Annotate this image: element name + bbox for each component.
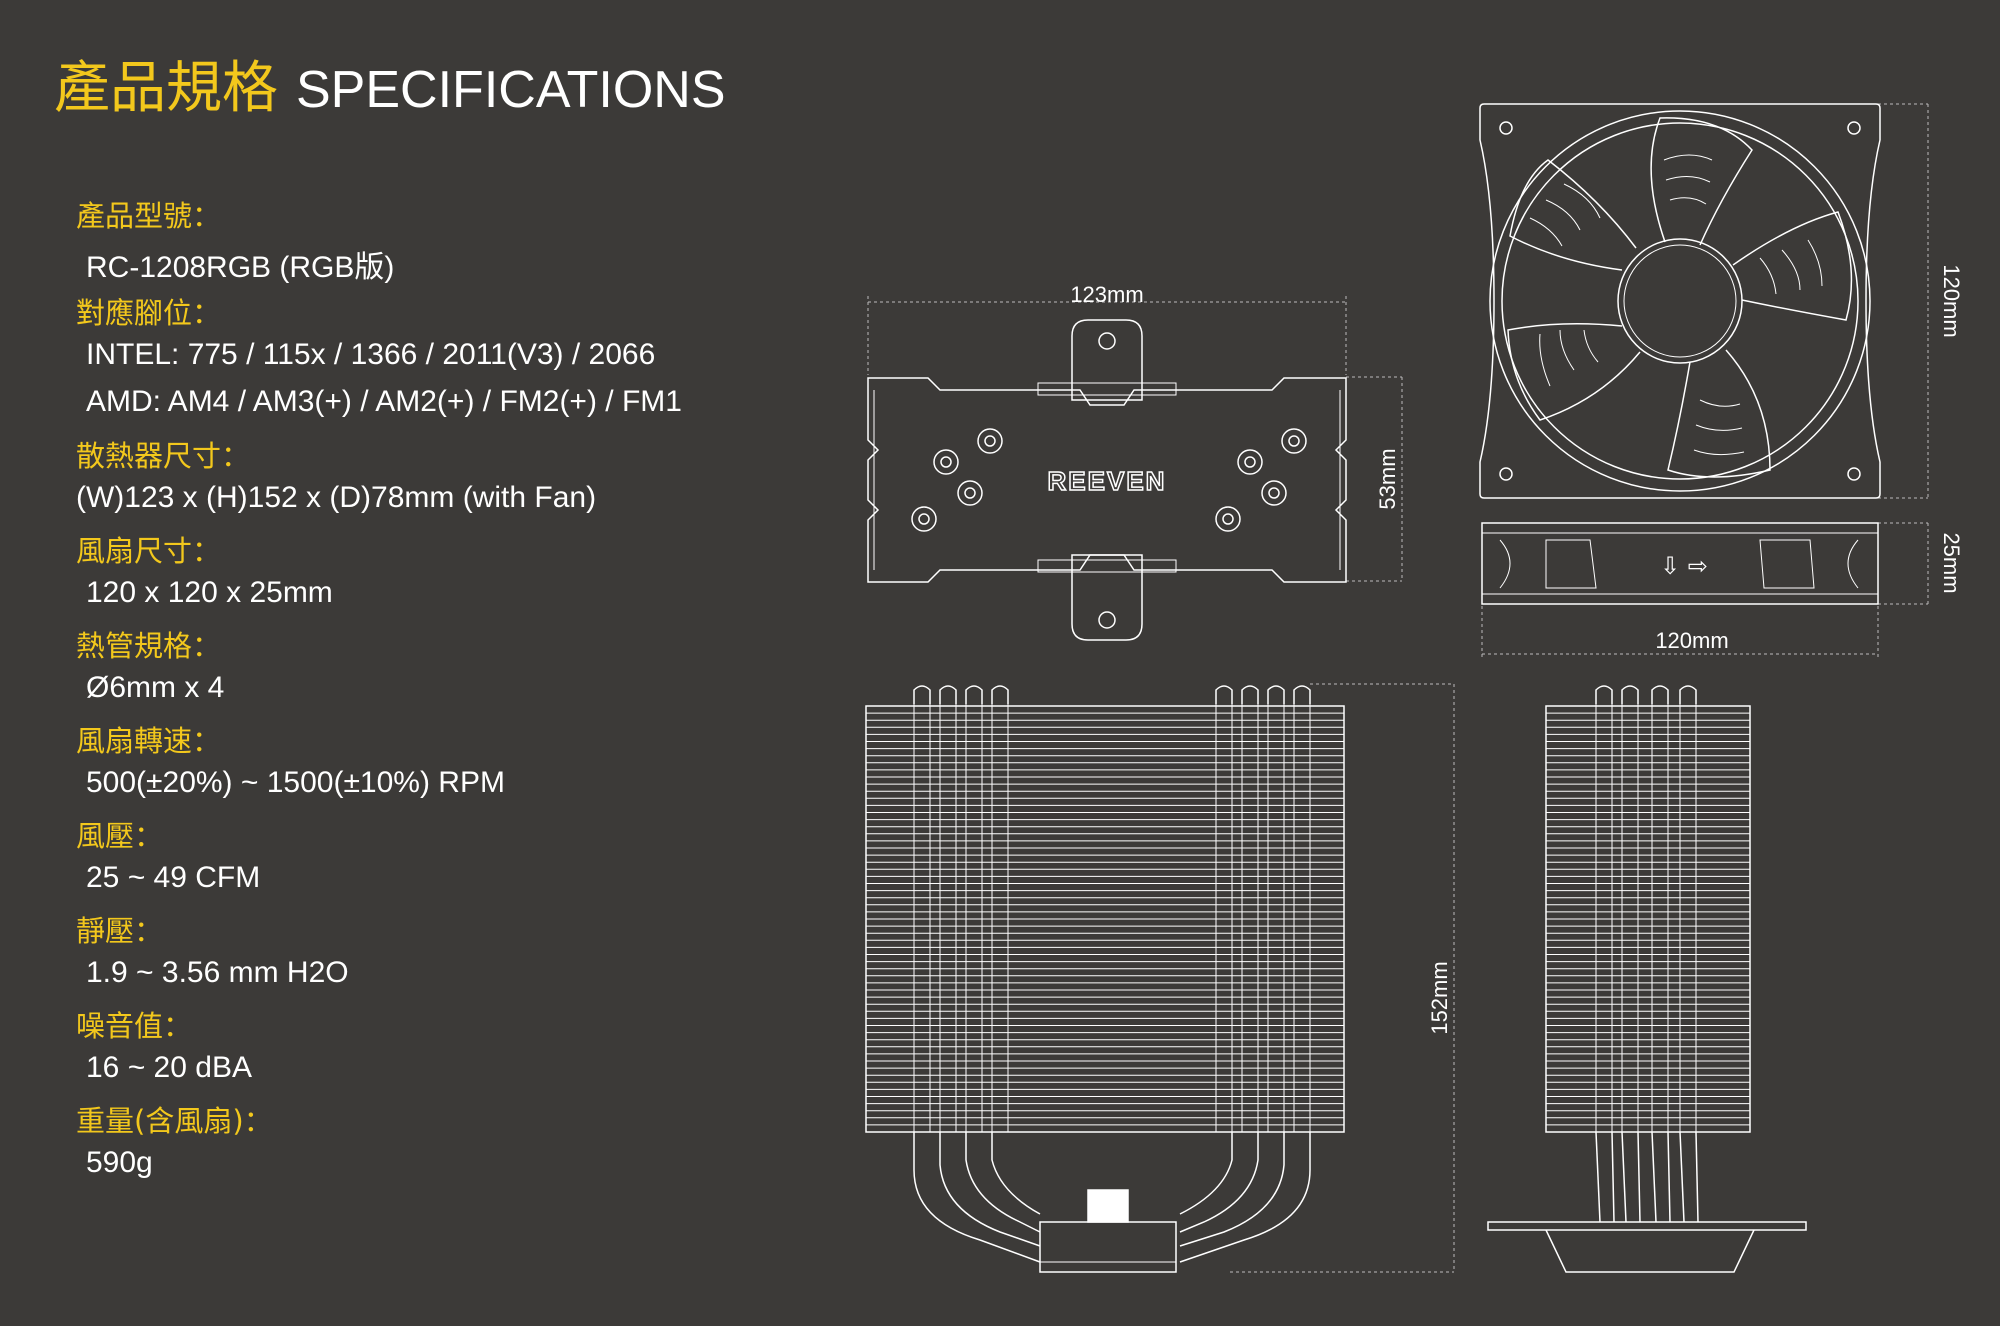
spec-label-heatpipe: 熱管規格： — [76, 629, 222, 663]
spec-label-weight: 重量(含風扇)： — [76, 1104, 273, 1138]
spec-label-fan-speed: 風扇轉速： — [76, 724, 222, 758]
spec-value-fan-speed: 500(±20%) ~ 1500(±10%) RPM — [86, 766, 505, 799]
spec-label-cooler-size: 散熱器尺寸： — [76, 439, 251, 473]
heatsink-side-drawing — [1487, 685, 1807, 1273]
spec-value-noise: 16 ~ 20 dBA — [86, 1051, 252, 1084]
dim-front-height: 152mm — [1427, 961, 1452, 1034]
spec-label-model: 產品型號： — [76, 199, 222, 233]
brand-logo: REEVEN — [1048, 466, 1167, 496]
page-title: 產品規格 SPECIFICATIONS — [54, 52, 726, 126]
spec-label-fan-size: 風扇尺寸： — [76, 534, 222, 568]
dim-top-width: 123mm — [1070, 282, 1143, 307]
spec-value-socket-amd: AMD: AM4 / AM3(+) / AM2(+) / FM2(+) / FM… — [86, 385, 682, 418]
spec-label-socket: 對應腳位： — [76, 296, 222, 330]
title-chinese: 產品規格 — [54, 56, 278, 121]
spec-value-cooler-size: (W)123 x (H)152 x (D)78mm (with Fan) — [76, 481, 597, 514]
spec-value-static-pressure: 1.9 ~ 3.56 mm H2O — [86, 956, 349, 989]
spec-value-weight: 590g — [86, 1146, 153, 1179]
dim-fan-height: 120mm — [1939, 264, 1964, 337]
fan-front-drawing: 120mm — [1479, 103, 1964, 499]
spec-label-airflow: 風壓： — [76, 819, 164, 853]
top-view-drawing: 123mm 53mm REEVEN — [867, 282, 1403, 641]
airflow-arrows-icon: ⇩ ⇨ — [1660, 552, 1708, 580]
spec-value-socket-intel: INTEL: 775 / 115x / 1366 / 2011(V3) / 20… — [86, 338, 656, 371]
title-english: SPECIFICATIONS — [296, 61, 726, 119]
spec-label-noise: 噪音值： — [76, 1009, 193, 1043]
dim-top-height: 53mm — [1375, 448, 1400, 509]
heatsink-front-drawing: 152mm — [865, 683, 1455, 1273]
spec-value-fan-size: 120 x 120 x 25mm — [86, 576, 333, 609]
spec-value-model: RC-1208RGB (RGB版) — [86, 251, 395, 284]
dim-fan-width: 120mm — [1655, 628, 1728, 653]
spec-value-airflow: 25 ~ 49 CFM — [86, 861, 261, 894]
dim-fan-depth: 25mm — [1939, 532, 1964, 593]
spec-label-static-pressure: 靜壓： — [76, 914, 164, 948]
fan-side-drawing: 25mm 120mm ⇩ ⇨ — [1481, 522, 1964, 660]
spec-value-heatpipe: Ø6mm x 4 — [86, 671, 225, 704]
